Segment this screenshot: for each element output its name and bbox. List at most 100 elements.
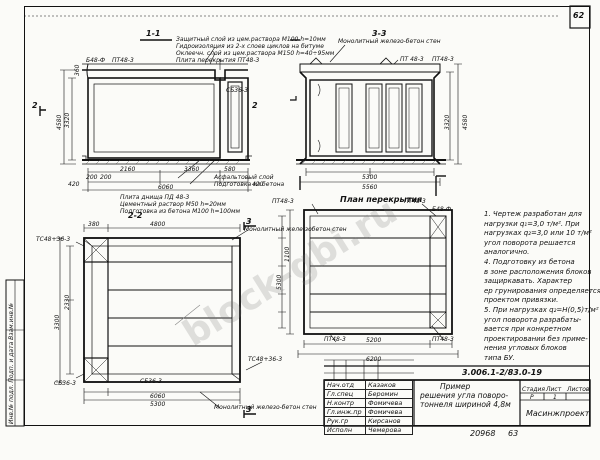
note-line: типа БУ.: [484, 354, 516, 362]
organization: Масинжпроект: [526, 409, 590, 418]
mark-2-2-tc1: ТС48+36-3: [36, 236, 71, 243]
mark-2-2-sb2: СБ36-3: [140, 378, 162, 385]
note-asphalt: Асфальтовый слой: [214, 174, 274, 181]
note-concrete-prep: Подготовка из бетона: [214, 181, 285, 188]
dim-2-2-v2: 2330: [64, 294, 71, 310]
title-line2: решения угла поворо-: [420, 391, 509, 400]
note-line: 1. Чертеж разработан для: [484, 210, 582, 218]
note-line: 4. Подготовку из бетона: [484, 258, 575, 266]
sheets-header: Листов: [567, 386, 590, 393]
signature-role: Гл.инж.пр: [324, 407, 366, 417]
note-2-2-wall: Монолитный желе-зобетон стен: [244, 226, 347, 233]
note-1-1-line4: Плита перекрытия ПТ48-3: [176, 57, 260, 64]
note-1-1-line1: Защитный слой из цем.раствора М100 h=10м…: [176, 36, 326, 43]
signature-name: Чемерова: [365, 425, 413, 435]
dim-2-2-v1: 3300: [54, 314, 61, 330]
signature-role: Гл.спец: [324, 389, 366, 399]
sheet-number: 62: [573, 11, 585, 20]
mark-plan-1: ПТ48-3: [272, 198, 294, 205]
note-2-2-wall2: Монолитный железо-бетон стен: [214, 404, 317, 411]
note-cement-mortar: Цементный раствор М50 h=20мм: [120, 201, 226, 208]
signature-role: Рук.гр: [324, 416, 366, 426]
mark-2-2-sb1: СБ36-3: [54, 380, 76, 387]
signature-name: Беромин: [365, 389, 413, 399]
note-line: защиркавать. Характер: [484, 277, 573, 286]
dim-1-1-v1: 3320: [64, 112, 71, 128]
dim-1-1-v3: 360: [74, 64, 81, 76]
note-line: проектом привязки.: [484, 296, 559, 305]
section-mark-3-top: 3: [246, 217, 252, 226]
note-line: угол поворота разрабаты-: [484, 315, 582, 324]
dim-1-1-s4: 420: [252, 181, 264, 188]
dim-1-1-s1: 200: [86, 174, 98, 181]
sheet-header: Лист: [546, 386, 562, 393]
note-line: вается при конкретном: [484, 325, 572, 334]
section-mark-3-bottom: 3: [246, 405, 252, 414]
dim-3-3-v1: 3320: [444, 114, 451, 130]
note-line: угол поворота решается: [484, 238, 576, 247]
note-1-1-line3: Оклеечн. слой из цем.раствора М150 h=40÷…: [176, 50, 335, 57]
note-line: в зоне расположения блоков: [484, 267, 592, 276]
signature-name: Казаков: [365, 380, 413, 390]
view-title-3-3: 3-3: [372, 29, 387, 38]
dim-1-1-d: 580: [224, 166, 236, 173]
dim-2-2-top: 4800: [150, 221, 166, 228]
signature-name: Фомичева: [365, 398, 413, 408]
dim-1-1-v2: 4580: [56, 114, 63, 130]
note-1-1-line2: Гидроизоляция из 2-х слоев циклов на бит…: [176, 43, 324, 50]
dim-plan-a: 5200: [366, 337, 382, 344]
dim-1-1-s2: 200: [100, 174, 112, 181]
dim-2-2-small: 380: [88, 221, 100, 228]
doc-code: 3.006.1-2/83.0-19: [462, 368, 542, 377]
note-line: аналогично.: [484, 248, 530, 257]
note-line: ер грунирования определяется: [484, 286, 600, 295]
mark-3-3-pt48: ПТ 48-3: [400, 56, 424, 63]
note-line: нагрузки q₁=3,0 т/м². При: [484, 219, 580, 228]
mark-sb36-3: СБ36-3: [226, 87, 248, 94]
dim-2-2-b1: 6060: [150, 393, 166, 400]
signature-name: Кирсанов: [365, 416, 413, 426]
dim-1-1-a: 2160: [120, 166, 136, 173]
sheet-frame: [24, 6, 590, 426]
dim-1-1-c: 6060: [158, 184, 174, 191]
mark-plan-4: ПТ48-3: [324, 336, 346, 343]
mark-2-2-tc2: ТС48+36-3: [248, 356, 283, 363]
view-title-2-2: 2-2: [128, 211, 143, 220]
dim-2-2-b2: 5300: [150, 401, 166, 408]
section-mark-2-left: 2: [32, 101, 38, 110]
dim-3-3-v2: 4580: [462, 114, 469, 130]
title-line3: тоннеля шириной 4,8м: [420, 400, 511, 409]
view-title-1-1: 1-1: [146, 29, 161, 38]
note-concrete-base: Подготовка из бетона М100 h=100мм: [120, 208, 240, 215]
footer-inventory: 20968: [470, 429, 496, 438]
view-title-plan: План перекрытия: [340, 195, 423, 204]
signature-role: Исполн: [324, 425, 366, 435]
note-line: 5. При нагрузках q₂=Н(0,5)т/м²: [484, 306, 599, 314]
note-line: нагрузках q₂=3,0 или 10 т/м²: [484, 229, 592, 238]
dim-1-1-b: 3360: [184, 166, 200, 173]
sheet-value: 1: [553, 394, 557, 401]
signature-role: Н.контр: [324, 398, 366, 408]
note-line: нения угловых блоков: [484, 344, 567, 353]
mark-plan-5: ПТ48-3: [432, 336, 454, 343]
mark-b48f: Б48-Ф: [86, 57, 106, 64]
note-base-slab: Плита днища ПД 48-3: [120, 194, 190, 201]
note-line: проектировании без приме-: [484, 334, 588, 343]
stage-header: Стадия: [522, 386, 546, 393]
note-3-3-wall: Монолитный железо-бетон стен: [338, 38, 441, 45]
footer-number: 63: [508, 429, 519, 438]
mark-plan-2: ПТ48-3: [404, 198, 426, 205]
section-mark-2-right: 2: [252, 101, 258, 110]
title-line1: Пример: [440, 382, 471, 391]
dim-plan-b: 6200: [366, 356, 382, 363]
signature-name: Фомичева: [365, 407, 413, 417]
dim-3-3-b: 5560: [362, 184, 378, 191]
stage-value: Р: [530, 394, 534, 401]
